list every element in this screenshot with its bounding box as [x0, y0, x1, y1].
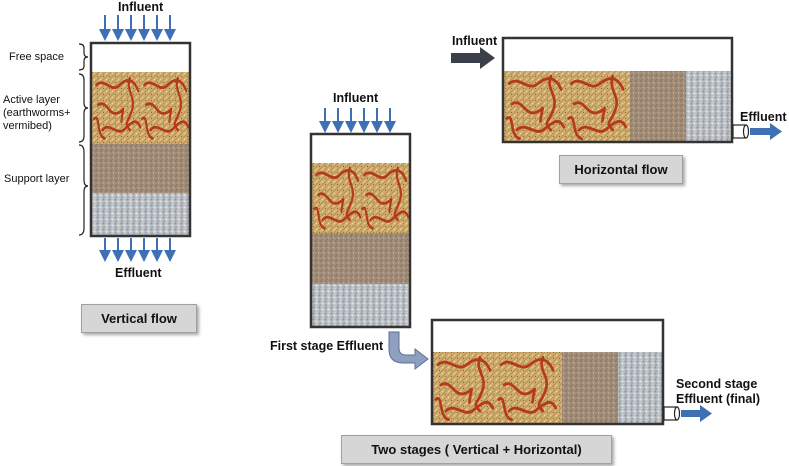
- horizontal-outlet-pipe-end: [742, 124, 750, 139]
- horizontal-tank: [501, 36, 734, 144]
- vertical-effluent-arrows: [99, 238, 176, 262]
- horizontal-gravel-zone: [686, 71, 732, 142]
- horizontal-influent-arrow: [451, 47, 495, 69]
- stage1-soil-layer: [311, 233, 410, 284]
- horizontal-influent-label: Influent: [452, 34, 498, 48]
- vertical-effluent-label: Effluent: [115, 266, 162, 280]
- stage2-effluent-arrow: [681, 405, 712, 422]
- stage-connection-arrow: [388, 331, 429, 371]
- horizontal-flow-caption: Horizontal flow: [559, 155, 683, 184]
- first-stage-effluent-label: First stage Effluent: [270, 339, 384, 353]
- stage1-gravel-layer: [311, 284, 410, 327]
- two-stage-influent-label: Influent: [333, 91, 379, 105]
- horizontal-effluent-label: Effluent: [740, 110, 787, 124]
- stage2-tank: [430, 318, 665, 426]
- vertical-support-gravel: [91, 193, 190, 236]
- two-stage-unit: [309, 108, 712, 426]
- vertical-tank: [89, 41, 192, 238]
- free-space-label: Free space: [9, 51, 65, 63]
- two-stage-influent-arrows: [319, 108, 396, 133]
- vertical-flow-unit: [78, 15, 192, 262]
- horizontal-effluent-arrow: [750, 123, 782, 140]
- vertical-influent-arrows: [99, 15, 176, 41]
- stage2-outlet-pipe-end: [673, 406, 681, 421]
- horizontal-soil-zone: [630, 71, 686, 142]
- stage1-tank: [309, 132, 412, 329]
- layer-braces: [78, 43, 89, 236]
- vertical-influent-label: Influent: [118, 0, 164, 14]
- vertical-support-soil: [91, 144, 190, 193]
- horizontal-flow-unit: [451, 36, 782, 144]
- stage2-gravel-zone: [618, 352, 663, 424]
- second-stage-effluent-label: Second stage Effluent (final): [676, 377, 761, 406]
- two-stage-caption: Two stages ( Vertical + Horizontal): [341, 435, 612, 464]
- active-layer-label: Active layer (earthworms+ vermibed): [3, 94, 71, 132]
- support-layer-label: Support layer: [4, 173, 70, 185]
- vertical-flow-caption: Vertical flow: [81, 304, 197, 333]
- stage2-soil-zone: [562, 352, 618, 424]
